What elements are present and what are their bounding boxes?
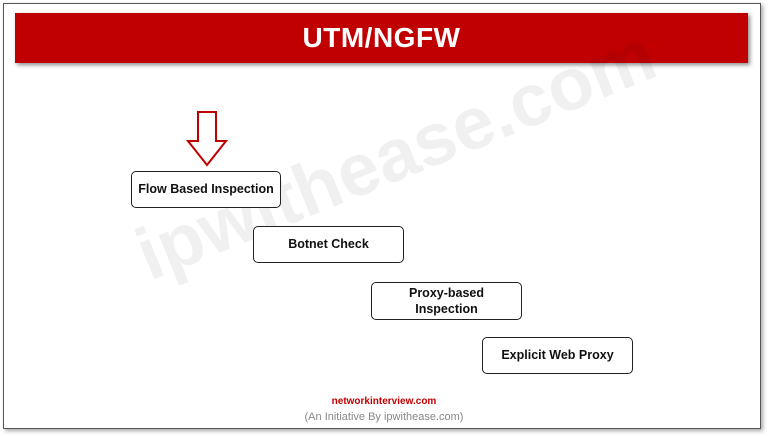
step-botnet-check: Botnet Check [253, 226, 404, 263]
step-label: Botnet Check [288, 237, 369, 252]
footer-tagline: (An Initiative By ipwithease.com) [304, 411, 464, 423]
down-arrow-icon [186, 111, 228, 167]
title-banner: UTM/NGFW [15, 13, 748, 63]
footer-brand: networkinterview.com [331, 396, 437, 407]
step-explicit-web-proxy: Explicit Web Proxy [482, 337, 633, 374]
step-label: Flow Based Inspection [138, 182, 274, 197]
step-flow-based-inspection: Flow Based Inspection [131, 171, 281, 208]
slide-frame [3, 3, 761, 429]
page-title: UTM/NGFW [302, 22, 461, 53]
step-label: Proxy-based Inspection [408, 285, 485, 316]
step-proxy-based-inspection: Proxy-based Inspection [371, 282, 522, 320]
step-label: Explicit Web Proxy [501, 348, 614, 363]
